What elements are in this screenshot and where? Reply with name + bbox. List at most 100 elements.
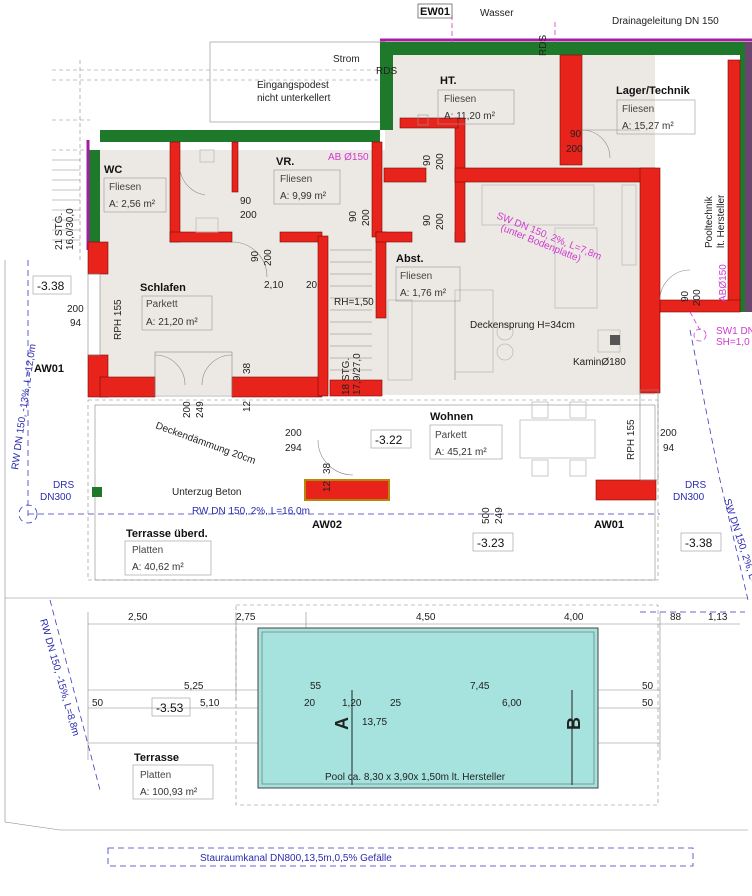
svg-text:50: 50 <box>642 698 654 709</box>
svg-text:90: 90 <box>422 214 433 226</box>
svg-text:Fliesen: Fliesen <box>109 182 141 193</box>
svg-text:A: 45,21 m²: A: 45,21 m² <box>435 447 487 458</box>
svg-text:Abst.: Abst. <box>396 253 424 265</box>
level-label: -3.38 <box>685 536 713 550</box>
stair-left <box>52 159 80 241</box>
label-wasser: Wasser <box>480 8 514 19</box>
svg-text:90: 90 <box>250 250 261 262</box>
level-label: -3.38 <box>37 279 65 293</box>
room-ht: HT. Fliesen A: 11,20 m² <box>440 75 496 122</box>
svg-text:WC: WC <box>104 164 122 176</box>
svg-text:DRS: DRS <box>53 480 74 491</box>
label-stauraumkanal: Stauraumkanal DN800,13,5m,0,5% Gefälle <box>200 853 392 864</box>
svg-text:25: 25 <box>390 698 402 709</box>
svg-text:HT.: HT. <box>440 75 457 87</box>
svg-text:1,13: 1,13 <box>708 612 728 623</box>
svg-text:200: 200 <box>263 249 274 266</box>
svg-text:294: 294 <box>285 443 302 454</box>
tag-aw02: AW02 <box>312 519 342 531</box>
svg-text:A: 100,93 m²: A: 100,93 m² <box>140 787 198 798</box>
svg-text:4,00: 4,00 <box>564 612 584 623</box>
svg-text:Fliesen: Fliesen <box>400 271 432 282</box>
svg-text:A: 11,20 m²: A: 11,20 m² <box>444 111 496 122</box>
svg-text:12: 12 <box>322 480 333 492</box>
svg-text:nicht unterkellert: nicht unterkellert <box>257 93 331 104</box>
covered-terrace-outline <box>87 399 659 581</box>
svg-text:Lager/Technik: Lager/Technik <box>616 85 691 97</box>
label-ab150: AB Ø150 <box>328 152 369 163</box>
section-a: A <box>332 717 352 730</box>
label-sw-right: SW DN 150, 2%, L=10,0m <box>721 498 752 613</box>
svg-text:200: 200 <box>435 153 446 170</box>
rw-pipe-low <box>49 599 101 791</box>
svg-text:A: 2,56 m²: A: 2,56 m² <box>109 199 156 210</box>
svg-text:17,9/27,0: 17,9/27,0 <box>352 353 363 395</box>
insulation-line <box>86 38 752 250</box>
dimension-row-4: 13,75 <box>362 717 387 728</box>
svg-text:RPH 155: RPH 155 <box>626 419 637 460</box>
svg-text:Fliesen: Fliesen <box>280 174 312 185</box>
section-b: B <box>564 717 584 730</box>
svg-text:Parkett: Parkett <box>146 299 178 310</box>
svg-text:5,25: 5,25 <box>184 681 204 692</box>
svg-text:lt. Hersteller: lt. Hersteller <box>716 194 727 248</box>
dimension-row-3: 50 5,10 20 1,20 25 6,00 50 <box>92 698 654 709</box>
svg-text:200: 200 <box>660 428 677 439</box>
room-schlafen: Schlafen Parkett A: 21,20 m² <box>140 282 198 328</box>
svg-text:90: 90 <box>240 196 252 207</box>
svg-text:55: 55 <box>310 681 322 692</box>
room-wohnen: Wohnen Parkett A: 45,21 m² <box>430 411 487 458</box>
svg-text:6,00: 6,00 <box>502 698 522 709</box>
tag-aw01-left: AW01 <box>34 363 64 375</box>
svg-text:50: 50 <box>92 698 104 709</box>
label-entrance: Eingangspodest <box>257 80 329 91</box>
wall <box>87 241 109 275</box>
level-label: -3.22 <box>375 433 403 447</box>
tag-ew01: EW01 <box>420 6 450 18</box>
stair-label: 21 STG. <box>54 213 65 250</box>
svg-text:90: 90 <box>422 154 433 166</box>
dimension-row-2: 5,25 55 7,45 50 <box>184 681 654 692</box>
pool-area <box>235 604 659 806</box>
svg-text:1,20: 1,20 <box>342 698 362 709</box>
stair-label: 18 STG. <box>341 358 352 395</box>
label-rh: RH=1,50 <box>334 297 374 308</box>
svg-text:VR.: VR. <box>276 156 294 168</box>
label-kamin: KaminØ180 <box>573 357 626 368</box>
svg-text:Platten: Platten <box>140 770 171 781</box>
svg-text:A: 9,99 m²: A: 9,99 m² <box>280 191 327 202</box>
room-terrasse: Terrasse Platten A: 100,93 m² <box>134 752 198 798</box>
svg-text:ABØ150: ABØ150 <box>718 264 729 302</box>
svg-text:DN300: DN300 <box>40 492 72 503</box>
svg-text:A: 40,62 m²: A: 40,62 m² <box>132 562 184 573</box>
svg-text:249: 249 <box>195 401 206 418</box>
svg-text:2,50: 2,50 <box>128 612 148 623</box>
svg-text:88: 88 <box>670 612 682 623</box>
svg-text:90: 90 <box>680 290 691 302</box>
svg-text:Terrasse überd.: Terrasse überd. <box>126 528 208 540</box>
label-rw-mid: RW DN 150, 2%, L=16,0m <box>192 506 310 517</box>
svg-text:A: 21,20 m²: A: 21,20 m² <box>146 317 198 328</box>
svg-text:SH=1,0: SH=1,0 <box>716 337 750 348</box>
svg-text:249: 249 <box>494 507 505 524</box>
svg-text:Wohnen: Wohnen <box>430 411 473 423</box>
svg-text:200: 200 <box>240 210 257 221</box>
level-label: -3.53 <box>156 701 184 715</box>
room-terrasse-ueberdacht: Terrasse überd. Platten A: 40,62 m² <box>126 528 208 573</box>
room-lager: Lager/Technik Fliesen A: 15,27 m² <box>616 85 691 132</box>
svg-text:200: 200 <box>182 401 193 418</box>
svg-text:Parkett: Parkett <box>435 430 467 441</box>
svg-text:7,45: 7,45 <box>470 681 490 692</box>
stair-inner <box>330 249 372 371</box>
svg-text:200: 200 <box>566 144 583 155</box>
svg-text:13,75: 13,75 <box>362 717 387 728</box>
svg-text:Fliesen: Fliesen <box>622 104 654 115</box>
svg-text:200: 200 <box>361 209 372 226</box>
dimension-row-1: 2,50 2,75 4,50 4,00 88 1,13 <box>128 612 728 623</box>
svg-text:A: 15,27 m²: A: 15,27 m² <box>622 121 674 132</box>
room-abst: Abst. Fliesen A: 1,76 m² <box>396 253 447 299</box>
label-pool: Pool ca. 8,30 x 3,90x 1,50m lt. Herstell… <box>325 772 506 783</box>
svg-text:500: 500 <box>481 507 492 524</box>
label-pooltechnik: Pooltechnik <box>704 195 715 248</box>
